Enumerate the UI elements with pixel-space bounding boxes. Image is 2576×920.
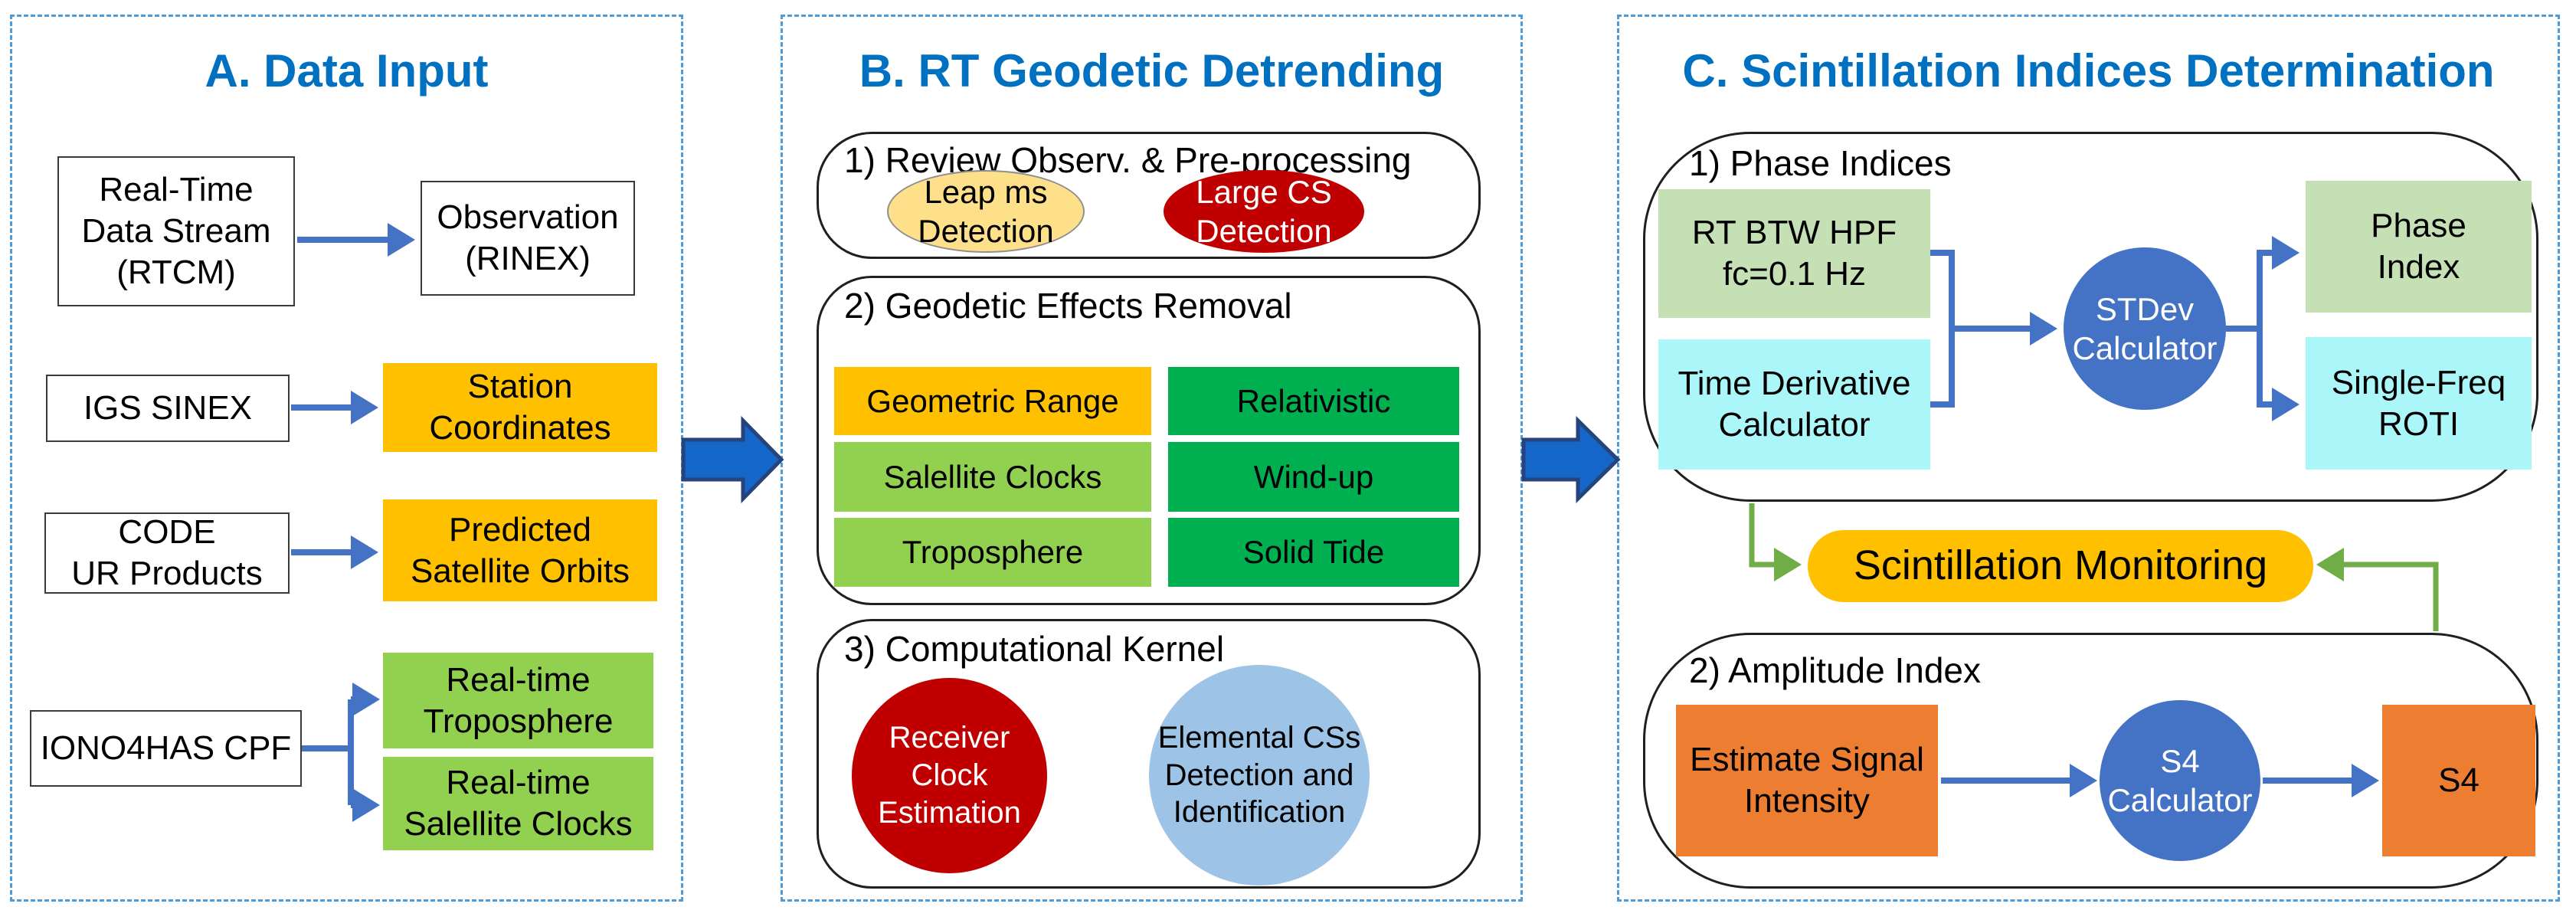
block-arrow-a-to-b (681, 415, 784, 504)
node-solid-tide: Solid Tide (1168, 518, 1459, 587)
node-observation-rinex: Observation (RINEX) (421, 181, 635, 296)
node-scintillation-monitoring: Scintillation Monitoring (1808, 530, 2313, 602)
node-iono4has-cpf: IONO4HAS CPF (30, 710, 302, 787)
node-time-derivative-calculator: Time Derivative Calculator (1658, 339, 1930, 470)
node-troposphere: Troposphere (834, 518, 1151, 587)
section-amplitude-index-label: 2) Amplitude Index (1689, 650, 1982, 690)
node-predicted-satellite-orbits: Predicted Satellite Orbits (383, 499, 657, 601)
node-geometric-range: Geometric Range (834, 367, 1151, 435)
panel-b-title: B. RT Geodetic Detrending (859, 45, 1445, 97)
panel-a-title: A. Data Input (205, 45, 489, 97)
node-realtime-troposphere: Real-time Troposphere (383, 653, 653, 748)
node-code-ur-products: CODE UR Products (44, 512, 290, 594)
section-geodetic-effects-label: 2) Geodetic Effects Removal (844, 286, 1292, 326)
node-large-cs-detection: Large CS Detection (1164, 170, 1364, 253)
node-phase-index: Phase Index (2306, 181, 2532, 313)
node-wind-up: Wind-up (1168, 442, 1459, 512)
node-igs-sinex: IGS SINEX (46, 375, 290, 442)
node-single-freq-roti: Single-Freq ROTI (2306, 337, 2532, 470)
section-phase-indices-label: 1) Phase Indices (1689, 143, 1952, 183)
node-relativistic: Relativistic (1168, 367, 1459, 435)
node-leap-ms-detection: Leap ms Detection (887, 170, 1085, 253)
node-elemental-cs-detection: Elemental CSs Detection and Identificati… (1149, 665, 1370, 886)
node-stdev-calculator: STDev Calculator (2064, 247, 2226, 410)
block-arrow-b-to-c (1521, 416, 1621, 503)
node-station-coordinates: Station Coordinates (383, 363, 657, 452)
node-rt-btw-hpf: RT BTW HPF fc=0.1 Hz (1658, 189, 1930, 318)
node-realtime-satellite-clocks: Real-time Salellite Clocks (383, 757, 653, 850)
node-rtcm-stream: Real-Time Data Stream (RTCM) (57, 156, 295, 306)
node-s4-calculator: S4 Calculator (2100, 700, 2260, 861)
node-estimate-signal-intensity: Estimate Signal Intensity (1676, 705, 1938, 856)
node-satellite-clocks: Salellite Clocks (834, 442, 1151, 512)
node-receiver-clock-estimation: Receiver Clock Estimation (852, 678, 1047, 873)
node-s4-output: S4 (2382, 705, 2535, 856)
section-computational-kernel-label: 3) Computational Kernel (844, 629, 1225, 669)
panel-c-title: C. Scintillation Indices Determination (1682, 45, 2495, 97)
